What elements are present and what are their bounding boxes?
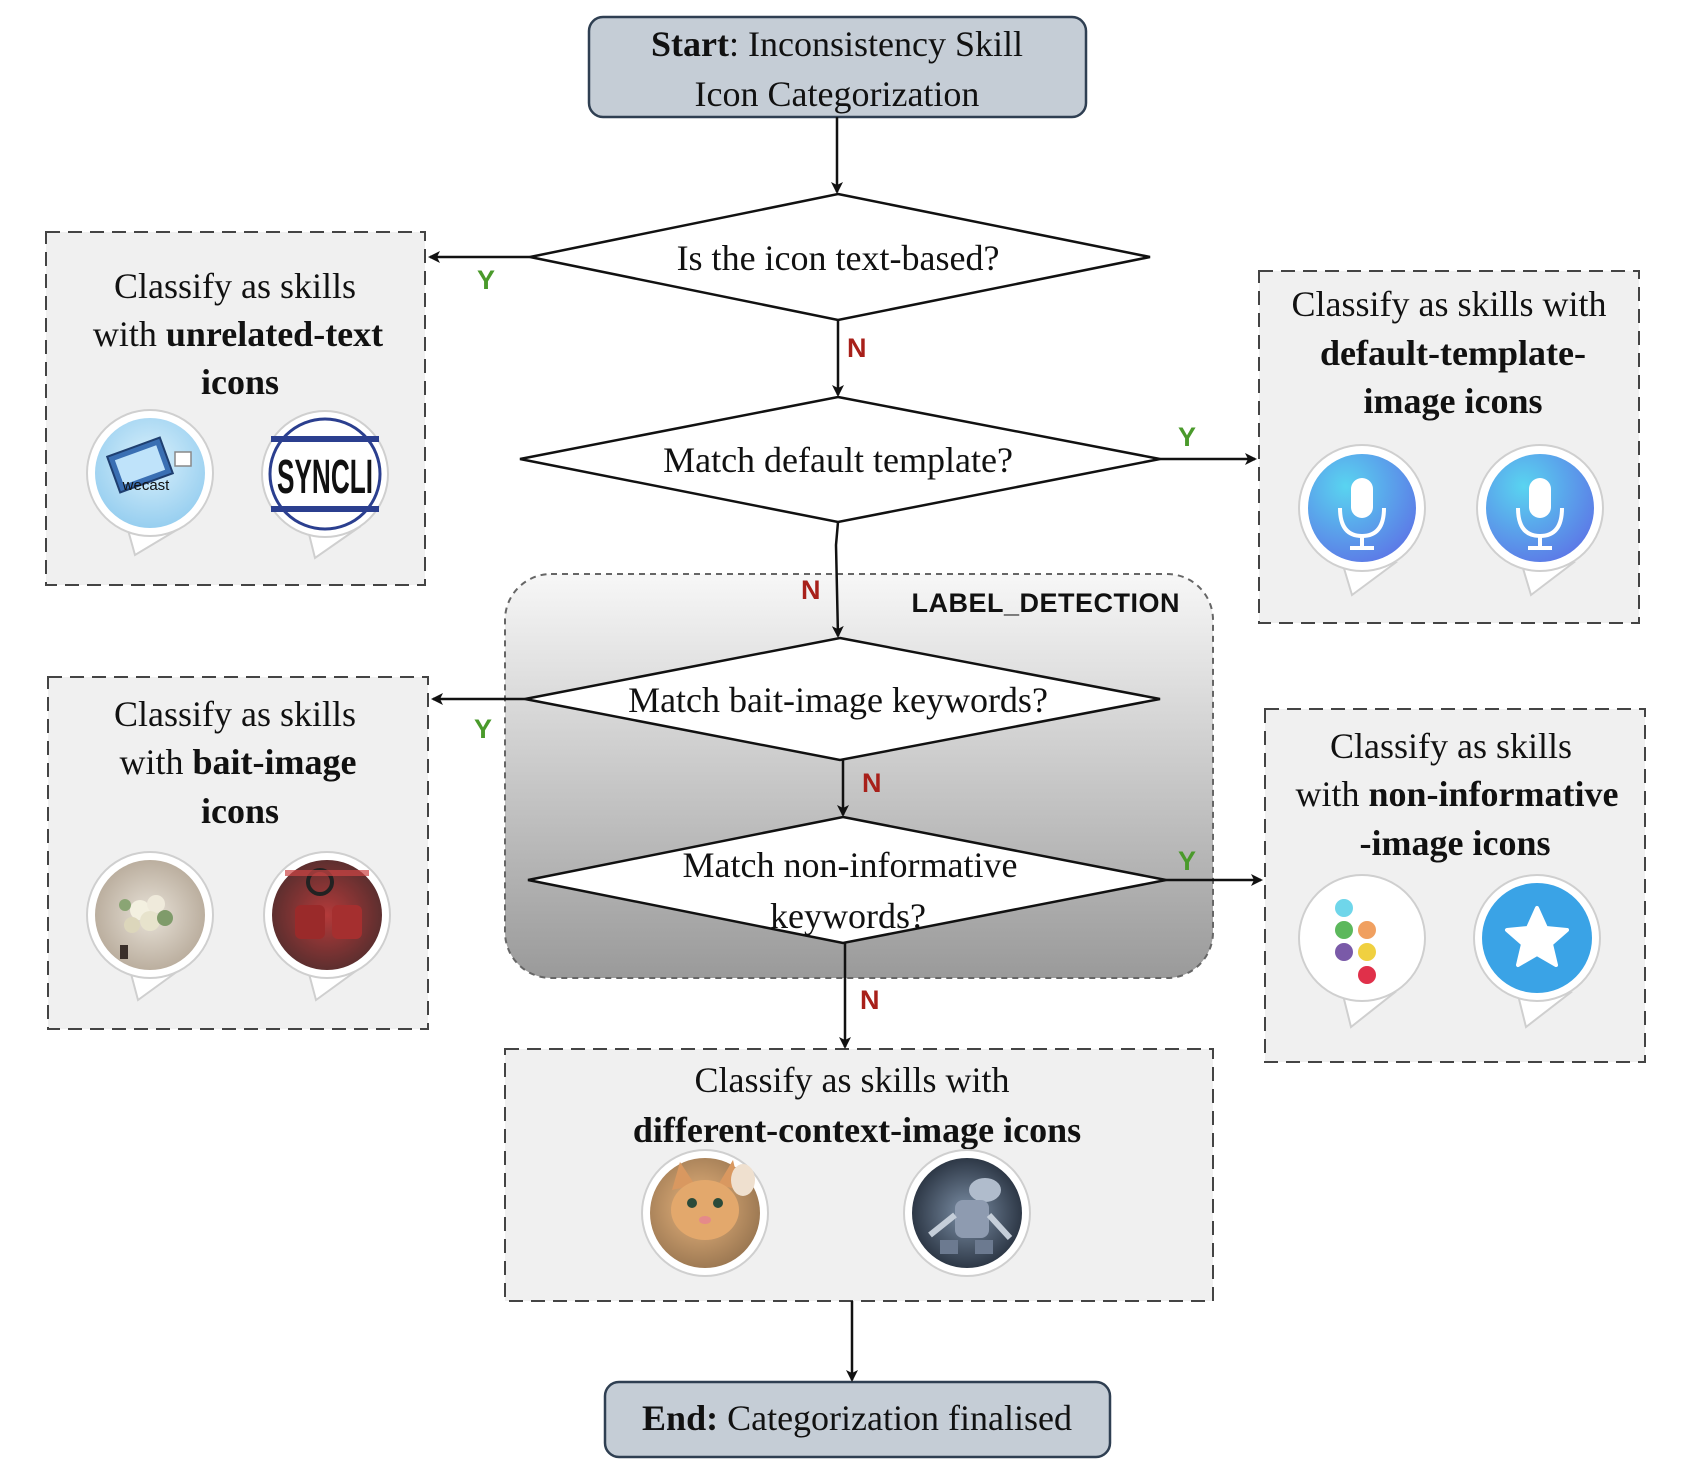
syncli-skill-icon: SYNCLI: [261, 410, 389, 560]
svg-text:with bait-image: with bait-image: [120, 742, 357, 782]
decision-default-template-label: Match default template?: [663, 440, 1013, 480]
car-interior-photo-icon: [263, 851, 391, 1002]
no-label: N: [860, 985, 880, 1015]
start-label: : Inconsistency Skill: [729, 24, 1023, 64]
outcome-default-template-line2: default-template-: [1320, 333, 1586, 373]
outcome-bait-image-line1: Classify as skills: [114, 694, 356, 734]
microphone-icon: [1298, 444, 1426, 597]
bouquet-photo-icon: [86, 851, 214, 1002]
start-bold-label: Start: [651, 24, 729, 64]
no-label: N: [847, 333, 867, 363]
svg-text:SYNCLI: SYNCLI: [277, 451, 373, 504]
yes-label: Y: [477, 265, 495, 295]
no-label: N: [801, 575, 821, 605]
kitten-photo-icon: [641, 1149, 769, 1277]
arrow-q2-no: [831, 521, 844, 638]
yes-label: Y: [474, 714, 492, 744]
outcome-bait-image: Classify as skills with bait-image icons: [47, 676, 429, 1030]
svg-text:End: Categorization finalised: End: Categorization finalised: [642, 1398, 1072, 1438]
microphone-icon: [1476, 444, 1604, 597]
start-node: Start: Inconsistency Skill Icon Categori…: [587, 15, 1088, 119]
svg-text:wecast: wecast: [122, 477, 171, 494]
decision-bait-keywords: Match bait-image keywords?: [524, 636, 1161, 762]
svg-text:with non-informative: with non-informative: [1296, 774, 1619, 814]
outcome-bait-image-line3: icons: [201, 791, 279, 831]
decision-bait-keywords-label: Match bait-image keywords?: [628, 680, 1048, 720]
outcome-different-context: Classify as skills with different-contex…: [504, 1048, 1214, 1302]
outcome-default-template: Classify as skills with default-template…: [1258, 270, 1640, 624]
outcome-different-context-line1: Classify as skills with: [694, 1060, 1009, 1100]
yes-label: Y: [1178, 422, 1196, 452]
outcome-unrelated-text-category: unrelated-text: [166, 314, 383, 354]
end-bold-label: End:: [642, 1398, 718, 1438]
decision-text-based-label: Is the icon text-based?: [677, 238, 1000, 278]
outcome-unrelated-text-line1: Classify as skills: [114, 266, 356, 306]
outcome-default-template-line1: Classify as skills with: [1291, 284, 1606, 324]
outcome-default-template-line3: image icons: [1364, 381, 1543, 421]
connectors: [428, 117, 1263, 1382]
outcome-non-informative-category: non-informative: [1369, 774, 1619, 814]
outcome-non-informative-line1: Classify as skills: [1330, 726, 1572, 766]
outcome-non-informative-prefix: with: [1296, 774, 1369, 814]
outcome-unrelated-text-prefix: with: [93, 314, 166, 354]
end-node: End: Categorization finalised: [603, 1380, 1112, 1459]
outcome-unrelated-text-line3: icons: [201, 362, 279, 402]
outcome-non-informative: Classify as skills with non-informative …: [1264, 708, 1646, 1063]
colored-dots-icon: [1298, 874, 1426, 1029]
outcome-different-context-line2: different-context-image icons: [633, 1110, 1081, 1150]
svg-text:with unrelated-text: with unrelated-text: [93, 314, 383, 354]
outcome-unrelated-text: Classify as skills with unrelated-text i…: [45, 231, 426, 586]
robot-photo-icon: [903, 1149, 1031, 1277]
decision-text-based: Is the icon text-based?: [529, 192, 1151, 322]
outcome-bait-image-category: bait-image: [193, 742, 357, 782]
decision-default-template: Match default template?: [519, 395, 1161, 524]
start-label-line2: Icon Categorization: [695, 74, 980, 114]
yes-label: Y: [1178, 846, 1196, 876]
svg-text:Start: Inconsistency Skill: Start: Inconsistency Skill: [651, 24, 1023, 64]
wecast-skill-icon: wecast: [86, 409, 214, 557]
end-label: Categorization finalised: [718, 1398, 1072, 1438]
outcome-non-informative-line3: -image icons: [1360, 823, 1551, 863]
decision-non-informative-label-1: Match non-informative: [683, 845, 1018, 885]
outcome-bait-image-prefix: with: [120, 742, 193, 782]
star-icon: [1473, 874, 1601, 1029]
no-label: N: [862, 768, 882, 798]
decision-non-informative-label-2: keywords?: [770, 896, 926, 936]
group-title: LABEL_DETECTION: [911, 588, 1180, 618]
decision-non-informative: Match non-informative keywords?: [527, 815, 1167, 945]
